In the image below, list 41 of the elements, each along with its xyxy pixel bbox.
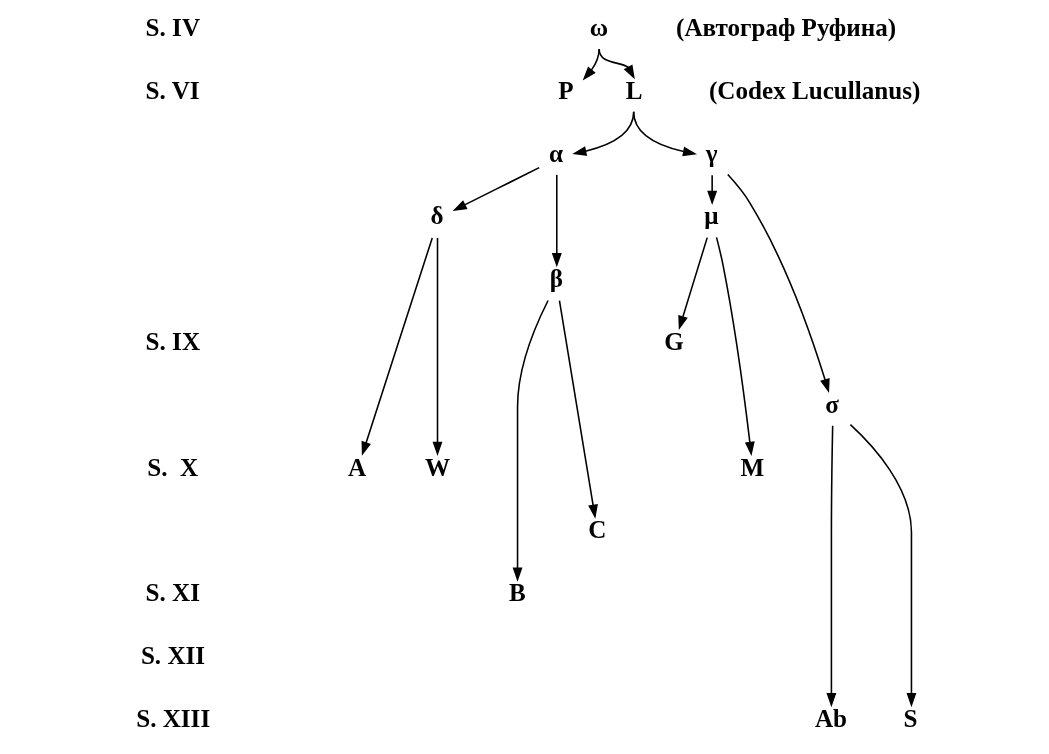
arrow [706, 174, 717, 205]
arrow [551, 174, 562, 268]
node-text: S [903, 704, 918, 732]
arrow [632, 111, 697, 157]
label: S. XI [145, 579, 200, 607]
arrow [849, 423, 916, 708]
arrow [715, 236, 755, 456]
arrow [558, 299, 598, 519]
arrow [677, 236, 708, 330]
node-text: σ [824, 390, 839, 418]
node-text: δ [429, 202, 443, 230]
node-text: β [549, 265, 563, 293]
label: S. XIII [135, 704, 210, 732]
label: S. IV [145, 14, 200, 42]
arrow [512, 299, 549, 582]
arrow [597, 48, 635, 80]
arrow [452, 166, 540, 211]
node-text: α [548, 139, 563, 167]
node-label: (Автограф Руфина) [675, 14, 896, 42]
label: S. XII [140, 641, 205, 669]
node-text: μ [703, 202, 719, 230]
node-text: C [587, 516, 606, 544]
node-text: W [424, 453, 450, 481]
arrow [726, 173, 830, 393]
arrow [361, 237, 433, 456]
node-text: A [347, 453, 366, 481]
node-label: (Codex Lucullanus) [708, 76, 920, 104]
label: S. VI [145, 76, 200, 104]
arrow [432, 237, 442, 456]
node-text: G [663, 328, 684, 356]
node-text: Ab [814, 704, 847, 732]
label: S. IX [145, 328, 200, 356]
node-text: B [508, 579, 526, 607]
arrow [582, 48, 600, 81]
node-text: γ [705, 139, 718, 167]
node-text: ω [589, 14, 608, 42]
node-text: P [557, 76, 574, 104]
label: S. X [146, 453, 198, 481]
arrow [825, 425, 836, 708]
node-text: L [625, 76, 643, 104]
node-text: M [739, 453, 764, 481]
